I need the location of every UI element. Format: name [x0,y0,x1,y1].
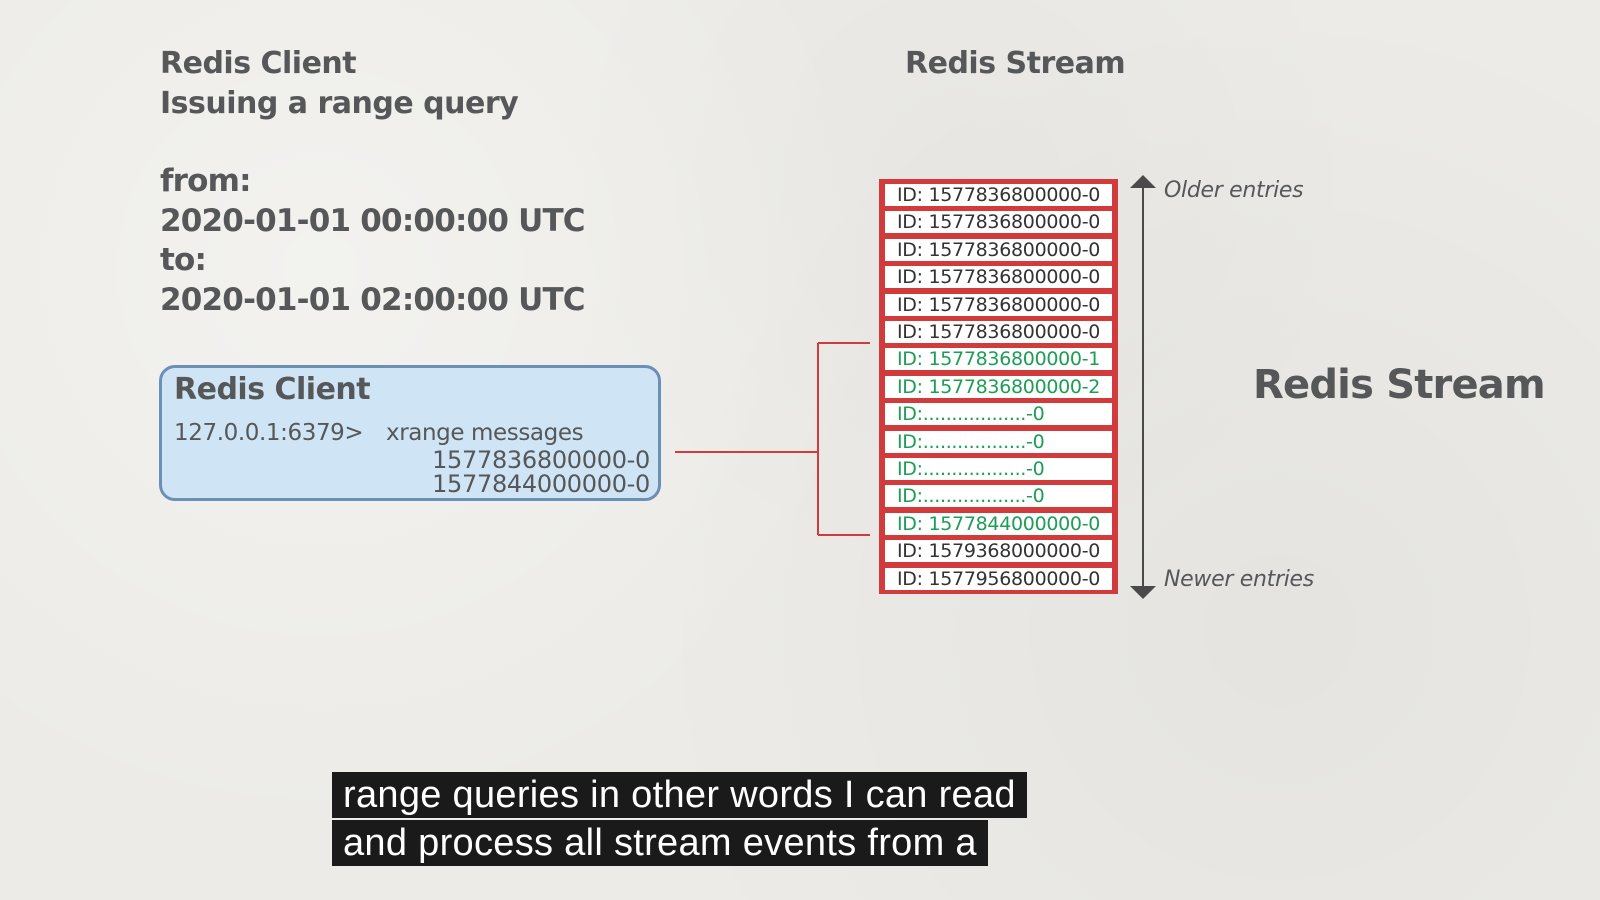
from-value: 2020-01-01 00:00:00 UTC [160,202,586,239]
client-heading-title: Redis Client [160,46,357,81]
client-command: xrange messages [386,420,584,446]
to-value: 2020-01-01 02:00:00 UTC [160,281,586,318]
stream-entry: ID: 1577836800000-1 [885,348,1112,371]
stream-entry: ID: 1577836800000-0 [885,238,1112,261]
stream-entry: ID: 1579368000000-0 [885,540,1112,563]
subtitle-line-1-wrap: range queries in other words I can read [332,772,1027,818]
client-heading-subtitle: Issuing a range query [160,86,519,121]
redis-client-box: Redis Client 127.0.0.1:6379> xrange messa… [159,365,661,501]
newer-entries-label: Newer entries [1164,567,1314,592]
client-prompt: 127.0.0.1:6379> [174,420,364,446]
stream-entry: ID:..................-0 [885,403,1112,426]
client-arg-start: 1577836800000-0 [432,446,650,474]
client-arg-end: 1577844000000-0 [432,470,650,498]
to-label: to: [160,242,207,278]
from-label: from: [160,163,252,199]
stream-entry: ID: 1577836800000-0 [885,184,1112,206]
subtitle-line-1: range queries in other words I can read [332,772,1027,818]
stream-entry: ID:..................-0 [885,458,1112,480]
stream-entry: ID: 1577836800000-0 [885,266,1112,289]
range-bracket [675,342,870,536]
range-description: from: 2020-01-01 00:00:00 UTC to: 2020-0… [160,162,586,320]
client-heading: Redis Client Issuing a range query [160,44,519,124]
stream-entry: ID: 1577836800000-0 [885,321,1112,343]
stream-title-top: Redis Stream [905,46,1126,81]
stream-entry: ID:..................-0 [885,430,1112,453]
stream-entry: ID: 1577836800000-2 [885,375,1112,398]
subtitle-line-2: and process all stream events from a [332,820,988,866]
stream-entry: ID: 1577836800000-0 [885,293,1112,316]
older-entries-label: Older entries [1164,178,1304,203]
client-box-title: Redis Client [174,372,371,407]
stream-entry: ID: 1577844000000-0 [885,512,1112,535]
stream-entry: ID:..................-0 [885,485,1112,508]
stream-entry: ID: 1577836800000-0 [885,211,1112,234]
arrow-down-icon [1130,586,1156,599]
arrow-up-icon [1130,175,1156,188]
client-command-line: 127.0.0.1:6379> xrange messages [174,420,584,446]
subtitle-line-2-wrap: and process all stream events from a [332,820,988,866]
stream-entry: ID: 1577956800000-0 [885,567,1112,590]
stream-title-right: Redis Stream [1253,362,1546,408]
time-arrow [1130,175,1156,599]
